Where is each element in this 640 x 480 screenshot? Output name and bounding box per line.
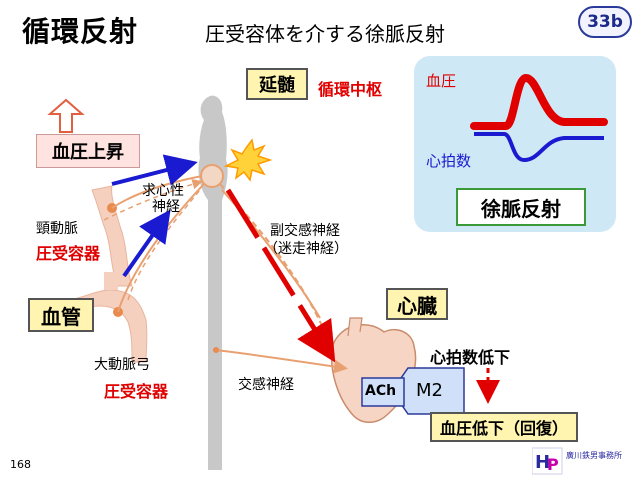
heart-rate-down-label: 心拍数低下 [430, 348, 511, 367]
sympathetic-fiber [215, 349, 348, 374]
page-number: 168 [10, 458, 31, 471]
reflex-label-box: 徐脈反射 [456, 188, 586, 226]
heart-box: 心臓 [386, 288, 448, 320]
afferent-arrow-carotid [111, 154, 198, 186]
afferent-nerve-label-1: 求心性 [142, 183, 184, 199]
ach-label: ACh [365, 383, 397, 399]
vagal-efferent-fiber [219, 183, 333, 348]
ach-box-shape [361, 377, 405, 407]
publisher-name: 廣川鉄男事務所 [566, 451, 622, 460]
carotid-receptor-label: 圧受容器 [36, 244, 101, 263]
page-title: 循環反射 [22, 15, 139, 48]
afferent-arrow-aortic [122, 209, 171, 278]
carotid-label: 頸動脈 [36, 221, 78, 237]
parasympathetic-label-2: （迷走神経） [264, 241, 348, 257]
afferent-fiber-aortic [117, 183, 205, 313]
publisher-logo: H P 廣川鉄男事務所 [531, 446, 632, 476]
heart-rate-curve [474, 132, 604, 162]
m2-label: M2 [416, 380, 443, 401]
svg-text:P: P [547, 455, 559, 474]
parasympathetic-label-1: 副交感神経 [270, 223, 340, 239]
aortic-receptor-label: 圧受容器 [104, 382, 169, 401]
medulla-node [200, 164, 224, 188]
parasympathetic-arrow [225, 188, 336, 363]
excitation-burst-icon [223, 138, 273, 182]
aortic-arch-label: 大動脈弓 [94, 357, 150, 373]
bp-rise-arrow-icon [47, 98, 85, 133]
medulla-box: 延髄 [246, 68, 308, 100]
bp-down-recover-box: 血圧低下（回復） [430, 412, 578, 442]
blood-pressure-curve [470, 74, 608, 130]
bp-rise-box: 血圧上昇 [36, 134, 140, 168]
publisher-logo-icon: H P [531, 447, 563, 475]
brain-spinal-cord [198, 95, 228, 470]
inset-bp-label: 血圧 [426, 72, 457, 90]
slide-code-badge: 33b [578, 6, 632, 38]
inset-hr-label: 心拍数 [426, 152, 472, 170]
sympathetic-label: 交感神経 [238, 377, 294, 393]
page-subtitle: 圧受容体を介する徐脈反射 [205, 22, 445, 46]
inset-graph [470, 74, 608, 162]
vessel-box: 血管 [28, 298, 94, 332]
svg-text:H: H [535, 452, 550, 473]
afferent-nerve-label-2: 神経 [152, 199, 180, 215]
circulatory-center-label: 循環中枢 [318, 80, 383, 99]
